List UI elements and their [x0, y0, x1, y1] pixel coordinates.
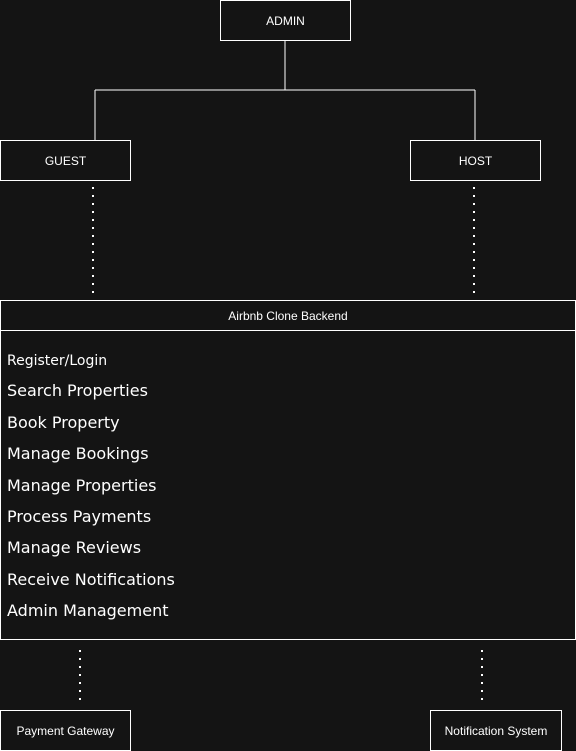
function-item-process-payments: Process Payments: [7, 507, 152, 526]
function-item-book-property: Book Property: [7, 413, 120, 432]
function-item-register-login: Register/Login: [7, 353, 108, 369]
function-item-search-properties: Search Properties: [7, 381, 148, 400]
payment-gateway-node: Payment Gateway: [0, 710, 131, 751]
guest-label: GUEST: [44, 153, 87, 168]
admin-label: ADMIN: [266, 13, 305, 28]
host-node: HOST: [410, 140, 541, 181]
backend-title: Airbnb Clone Backend: [1, 301, 575, 331]
payment-gateway-label: Payment Gateway: [16, 723, 115, 738]
function-item-manage-reviews: Manage Reviews: [7, 538, 142, 557]
notification-system-node: Notification System: [430, 710, 562, 751]
function-item-receive-notifications: Receive Notifications: [7, 570, 175, 589]
admin-node: ADMIN: [220, 0, 351, 41]
function-item-admin-management: Admin Management: [7, 601, 169, 620]
host-label: HOST: [458, 153, 493, 168]
backend-container: Airbnb Clone Backend Register/Login Sear…: [0, 300, 576, 640]
function-item-manage-bookings: Manage Bookings: [7, 444, 149, 463]
notification-system-label: Notification System: [444, 723, 548, 738]
function-item-manage-properties: Manage Properties: [7, 476, 157, 495]
guest-node: GUEST: [0, 140, 131, 181]
